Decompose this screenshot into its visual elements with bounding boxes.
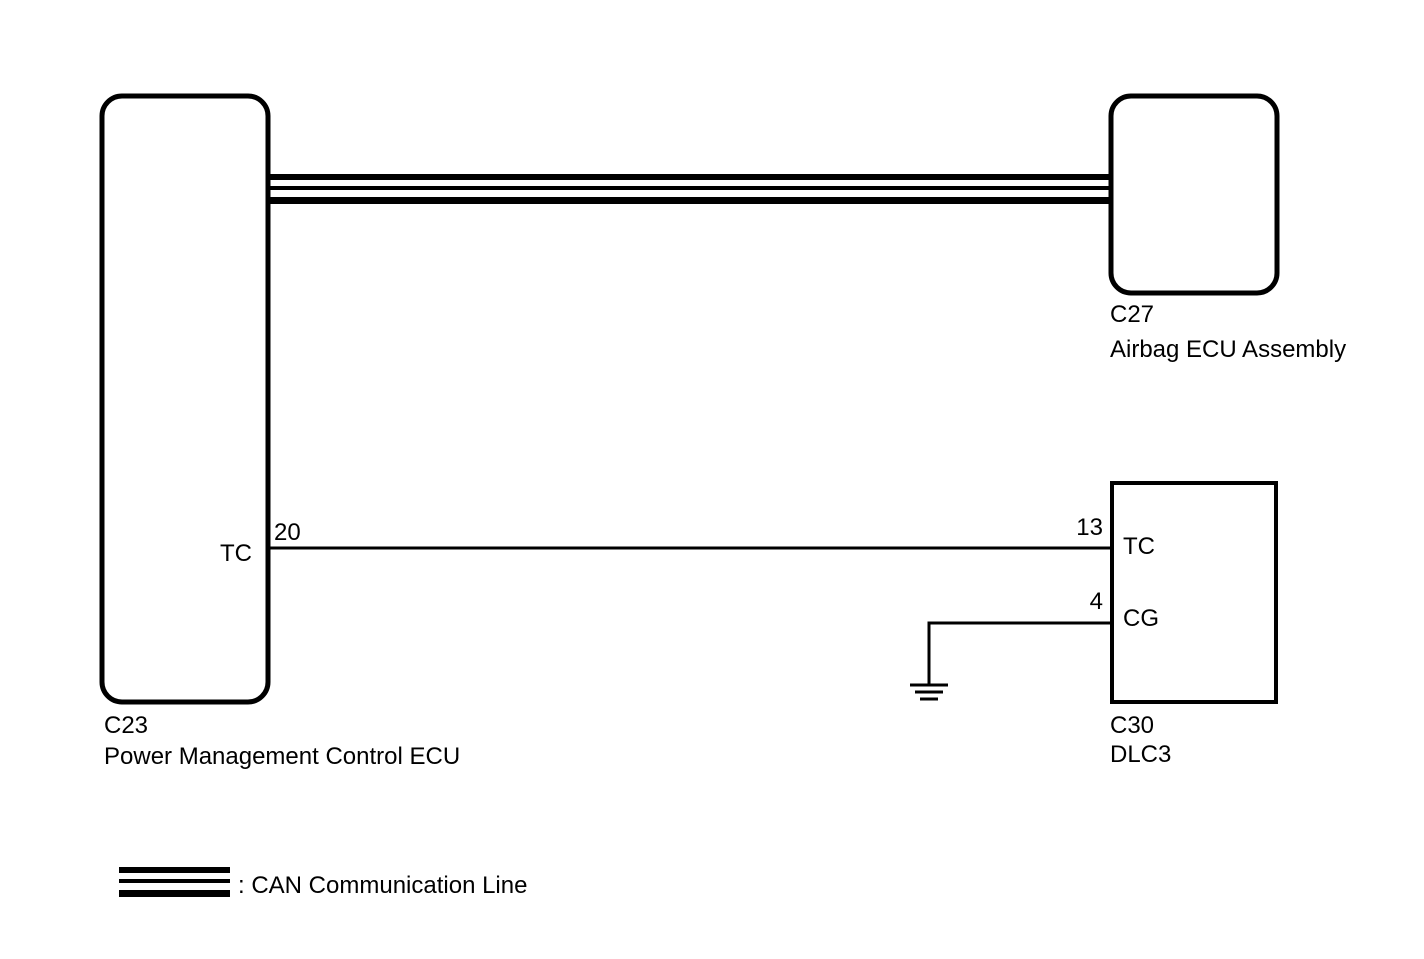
dlc3-cg-pin-label: CG [1123,605,1159,632]
dlc3-box [1110,481,1278,704]
dlc3-code: C30 [1110,712,1154,739]
pmc-ecu-code: C23 [104,712,148,739]
legend-can-label: : CAN Communication Line [238,872,527,899]
airbag-ecu-code: C27 [1110,301,1154,328]
can-communication-line [268,174,1111,204]
pmc-ecu-pin-number: 20 [274,519,301,546]
dlc3-tc-pin-number: 13 [1076,514,1103,541]
dlc3-tc-pin-label: TC [1123,533,1155,560]
airbag-ecu-box [1108,93,1280,296]
pmc-ecu-pin-label: TC [220,540,252,567]
cg-ground-wire [927,621,1111,684]
pmc-ecu-box [99,93,271,705]
legend-can-symbol-icon [119,867,230,897]
pmc-ecu-name: Power Management Control ECU [104,743,460,770]
airbag-ecu-name: Airbag ECU Assembly [1110,336,1346,363]
dlc3-cg-pin-number: 4 [1090,588,1103,615]
dlc3-name: DLC3 [1110,741,1171,768]
ground-symbol-icon [910,683,948,701]
